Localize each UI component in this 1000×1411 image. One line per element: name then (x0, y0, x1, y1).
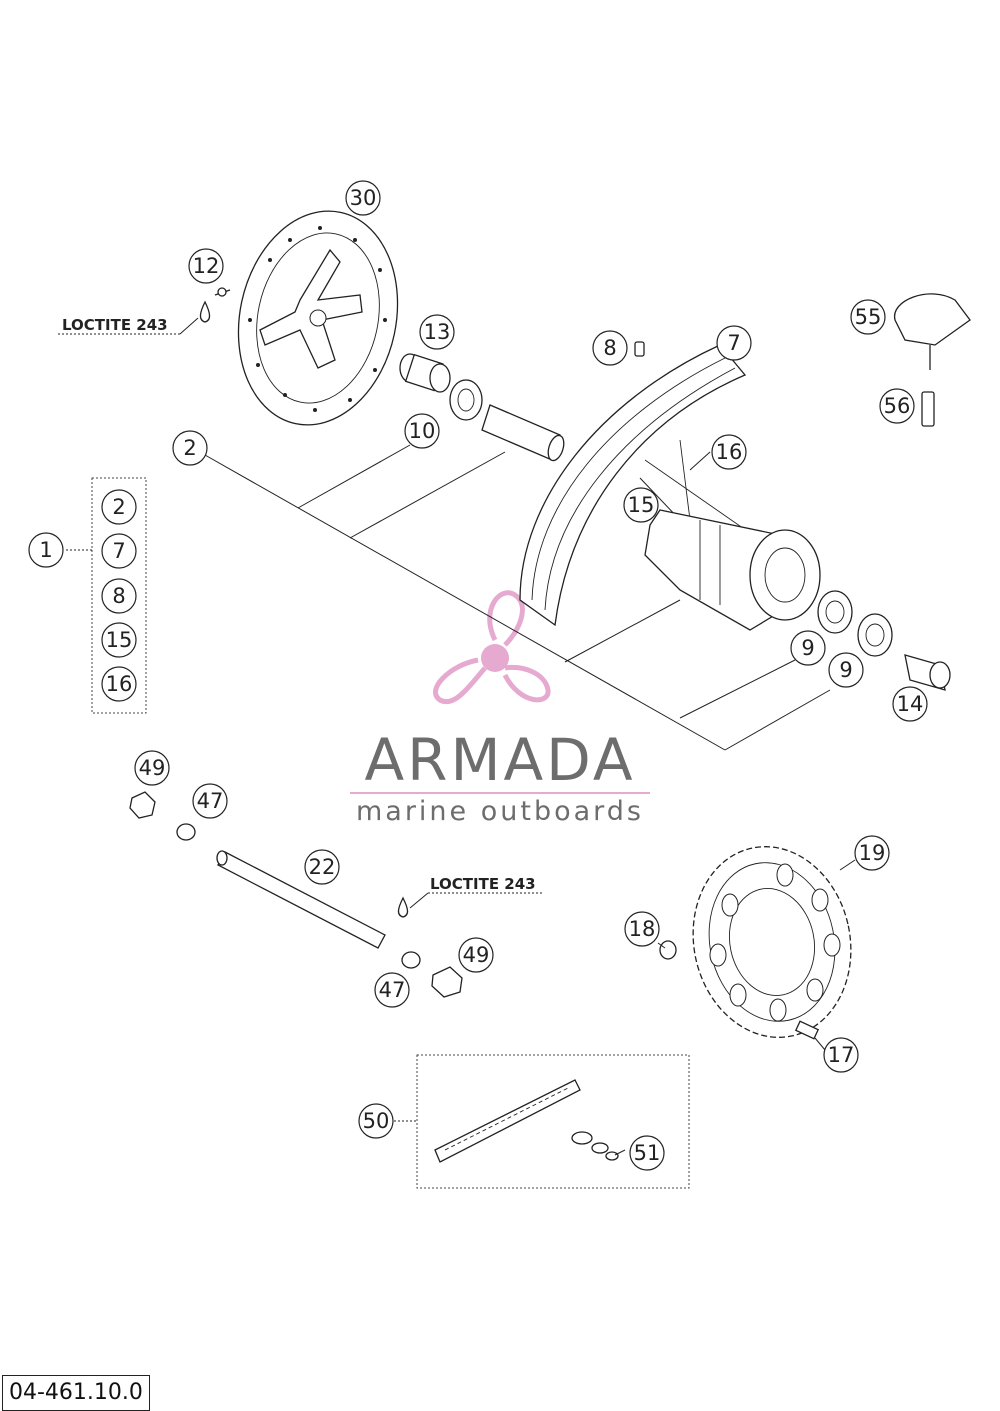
leader-lines (204, 349, 831, 751)
right-spacer-icon (904, 654, 951, 691)
disc-bolt-icon (214, 287, 231, 297)
diagram-reference-code: 04-461.10.0 (2, 1375, 150, 1411)
svg-text:2: 2 (112, 495, 125, 519)
distance-tube-icon (481, 404, 565, 462)
callout-18: 18 (624, 911, 660, 947)
callout-19: 19 (854, 835, 890, 871)
svg-text:18: 18 (629, 917, 656, 941)
wheel-rim-icon (519, 344, 747, 627)
callout-9-upper: 9 (790, 630, 826, 666)
svg-text:49: 49 (463, 943, 490, 967)
svg-text:47: 47 (197, 789, 224, 813)
svg-text:15: 15 (628, 493, 655, 517)
wheel-bearing-icon (449, 379, 483, 421)
chain-icon (434, 1079, 581, 1163)
watermark-brand: ARMADA (364, 726, 635, 794)
svg-text:49: 49 (139, 756, 166, 780)
callout-49-lower: 49 (458, 937, 494, 973)
svg-text:51: 51 (634, 1141, 661, 1165)
callout-30: 30 (345, 180, 381, 216)
loctite-drop-icon-lower (397, 896, 409, 918)
svg-text:12: 12 (193, 254, 220, 278)
svg-text:30: 30 (350, 186, 377, 210)
svg-text:8: 8 (603, 336, 616, 360)
callout-8: 8 (592, 330, 628, 366)
washer-icon (176, 823, 196, 841)
callout-13: 13 (419, 314, 455, 350)
short-leaders (66, 549, 856, 1156)
svg-text:13: 13 (424, 320, 451, 344)
armada-watermark: ARMADA marine outboards (350, 590, 650, 827)
sprocket-nut-icon (659, 940, 677, 960)
svg-text:8: 8 (112, 584, 125, 608)
sprocket-bolt-icon (794, 1020, 820, 1040)
wheel-hub-icon (644, 509, 821, 631)
callout-56: 56 (879, 388, 915, 424)
svg-text:9: 9 (801, 636, 814, 660)
callout-49-upper: 49 (134, 750, 170, 786)
hub-bearing-icon (817, 590, 893, 657)
svg-text:14: 14 (897, 692, 924, 716)
callout-17: 17 (823, 1037, 859, 1073)
callout-47-upper: 47 (192, 783, 228, 819)
callout-16: 16 (711, 434, 747, 470)
callout-50: 50 (358, 1103, 394, 1139)
callout-51: 51 (629, 1135, 665, 1171)
kit-box (91, 477, 147, 714)
callout-9-lower: 9 (828, 652, 864, 688)
svg-text:22: 22 (309, 855, 336, 879)
callout-47-lower: 47 (374, 972, 410, 1008)
svg-text:15: 15 (106, 628, 133, 652)
axle-nut-icon (129, 791, 156, 819)
svg-text:1: 1 (39, 538, 52, 562)
loctite-label-upper: LOCTITE 243 (62, 316, 168, 334)
svg-text:50: 50 (363, 1109, 390, 1133)
svg-text:55: 55 (855, 305, 882, 329)
axle-icon (216, 850, 386, 949)
callout-7: 7 (716, 325, 752, 361)
loctite-label-lower: LOCTITE 243 (430, 875, 536, 893)
kit-item-15: 15 (101, 622, 137, 658)
sprocket-icon (692, 846, 852, 1038)
kit-item-16: 16 (101, 666, 137, 702)
callout-55: 55 (850, 299, 886, 335)
callout-14: 14 (892, 686, 928, 722)
callout-15: 15 (623, 487, 659, 523)
chain-link-icon (571, 1131, 619, 1161)
valve-cap-icon (894, 293, 971, 370)
valve-insert-icon (921, 391, 935, 427)
wheel-spacer-icon (399, 353, 451, 393)
svg-text:2: 2 (183, 436, 196, 460)
callout-22: 22 (304, 849, 340, 885)
loctite-drop-icon (199, 300, 211, 323)
svg-text:7: 7 (727, 331, 740, 355)
chain-box (416, 1054, 690, 1189)
kit-item-7: 7 (101, 533, 137, 569)
loctite-note-lower: LOCTITE 243 (409, 875, 542, 909)
callout-12: 12 (188, 248, 224, 284)
kit-item-2: 2 (101, 489, 137, 525)
svg-text:9: 9 (839, 658, 852, 682)
brake-disc-icon (237, 210, 399, 426)
svg-text:17: 17 (828, 1043, 855, 1067)
kit-item-8: 8 (101, 578, 137, 614)
callout-10: 10 (404, 413, 440, 449)
svg-text:19: 19 (859, 841, 886, 865)
svg-text:7: 7 (112, 539, 125, 563)
callout-1: 1 (28, 532, 64, 568)
svg-text:10: 10 (409, 419, 436, 443)
watermark-tagline: marine outboards (356, 796, 644, 827)
svg-text:47: 47 (379, 978, 406, 1002)
propeller-logo-icon (433, 590, 551, 705)
callout-2: 2 (172, 430, 208, 466)
axle-nut-icon-lower (431, 966, 463, 998)
washer-icon-lower (401, 951, 421, 969)
loctite-note-upper: LOCTITE 243 (58, 316, 199, 335)
svg-text:56: 56 (884, 394, 911, 418)
svg-text:16: 16 (106, 672, 133, 696)
spoke-nipple-icon (634, 341, 645, 357)
svg-text:16: 16 (716, 440, 743, 464)
